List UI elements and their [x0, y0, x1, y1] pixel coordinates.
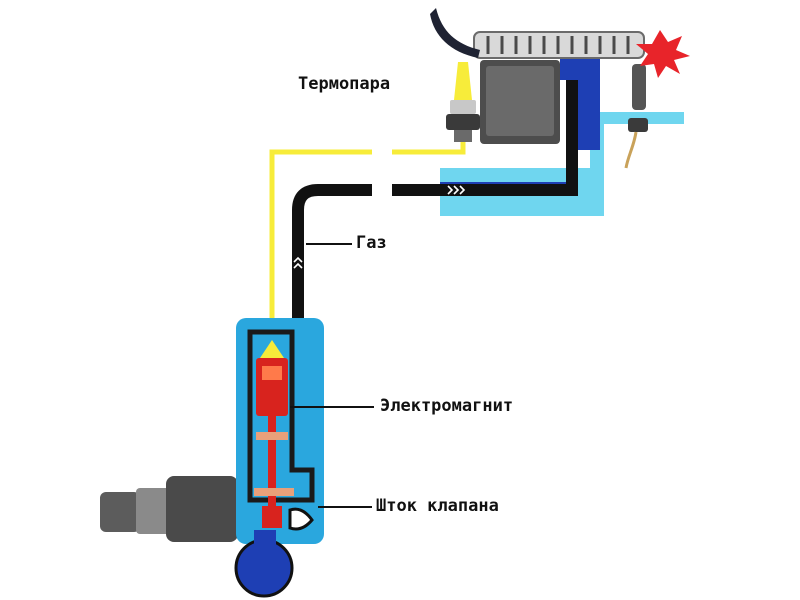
valve-seat	[288, 507, 314, 531]
spark-icon	[636, 30, 690, 78]
flow-arrow-icon	[293, 185, 466, 269]
thermocouple-collar	[450, 100, 476, 114]
control-knob-icon	[100, 492, 140, 532]
electrode-wire	[624, 131, 638, 169]
valve-chamber-neck	[254, 530, 276, 552]
gas-label: Газ	[356, 233, 387, 253]
burner-ribs	[486, 36, 630, 54]
thermocouple-nut	[446, 114, 480, 130]
thermocouple-wire-segment	[269, 149, 372, 330]
thermocouple-tip	[454, 62, 472, 100]
gas-pipe	[292, 184, 372, 470]
knob-collar	[136, 488, 170, 534]
stem-plate-top	[256, 432, 288, 440]
electrode-nut	[628, 118, 648, 132]
valve-plug	[262, 506, 282, 528]
valve-stem-label: Шток клапана	[376, 496, 499, 516]
thermocouple-sensor	[446, 62, 480, 142]
electromagnet-cone	[260, 340, 284, 358]
flame-swoosh	[430, 8, 480, 58]
ignition-electrode	[632, 64, 646, 110]
burner-body-face	[486, 66, 554, 136]
electromagnet-label: Электромагнит	[380, 396, 514, 416]
valve-body	[100, 318, 324, 598]
valve-stem	[268, 416, 276, 516]
electromagnet-highlight	[262, 366, 282, 380]
stem-plate-bottom	[254, 488, 294, 496]
valve-actuator	[166, 476, 238, 542]
thermocouple-base	[454, 130, 472, 142]
valve-inner-frame	[247, 329, 315, 503]
thermocouple-label: Термопара	[298, 74, 391, 94]
thermocouple-wire	[392, 142, 466, 155]
